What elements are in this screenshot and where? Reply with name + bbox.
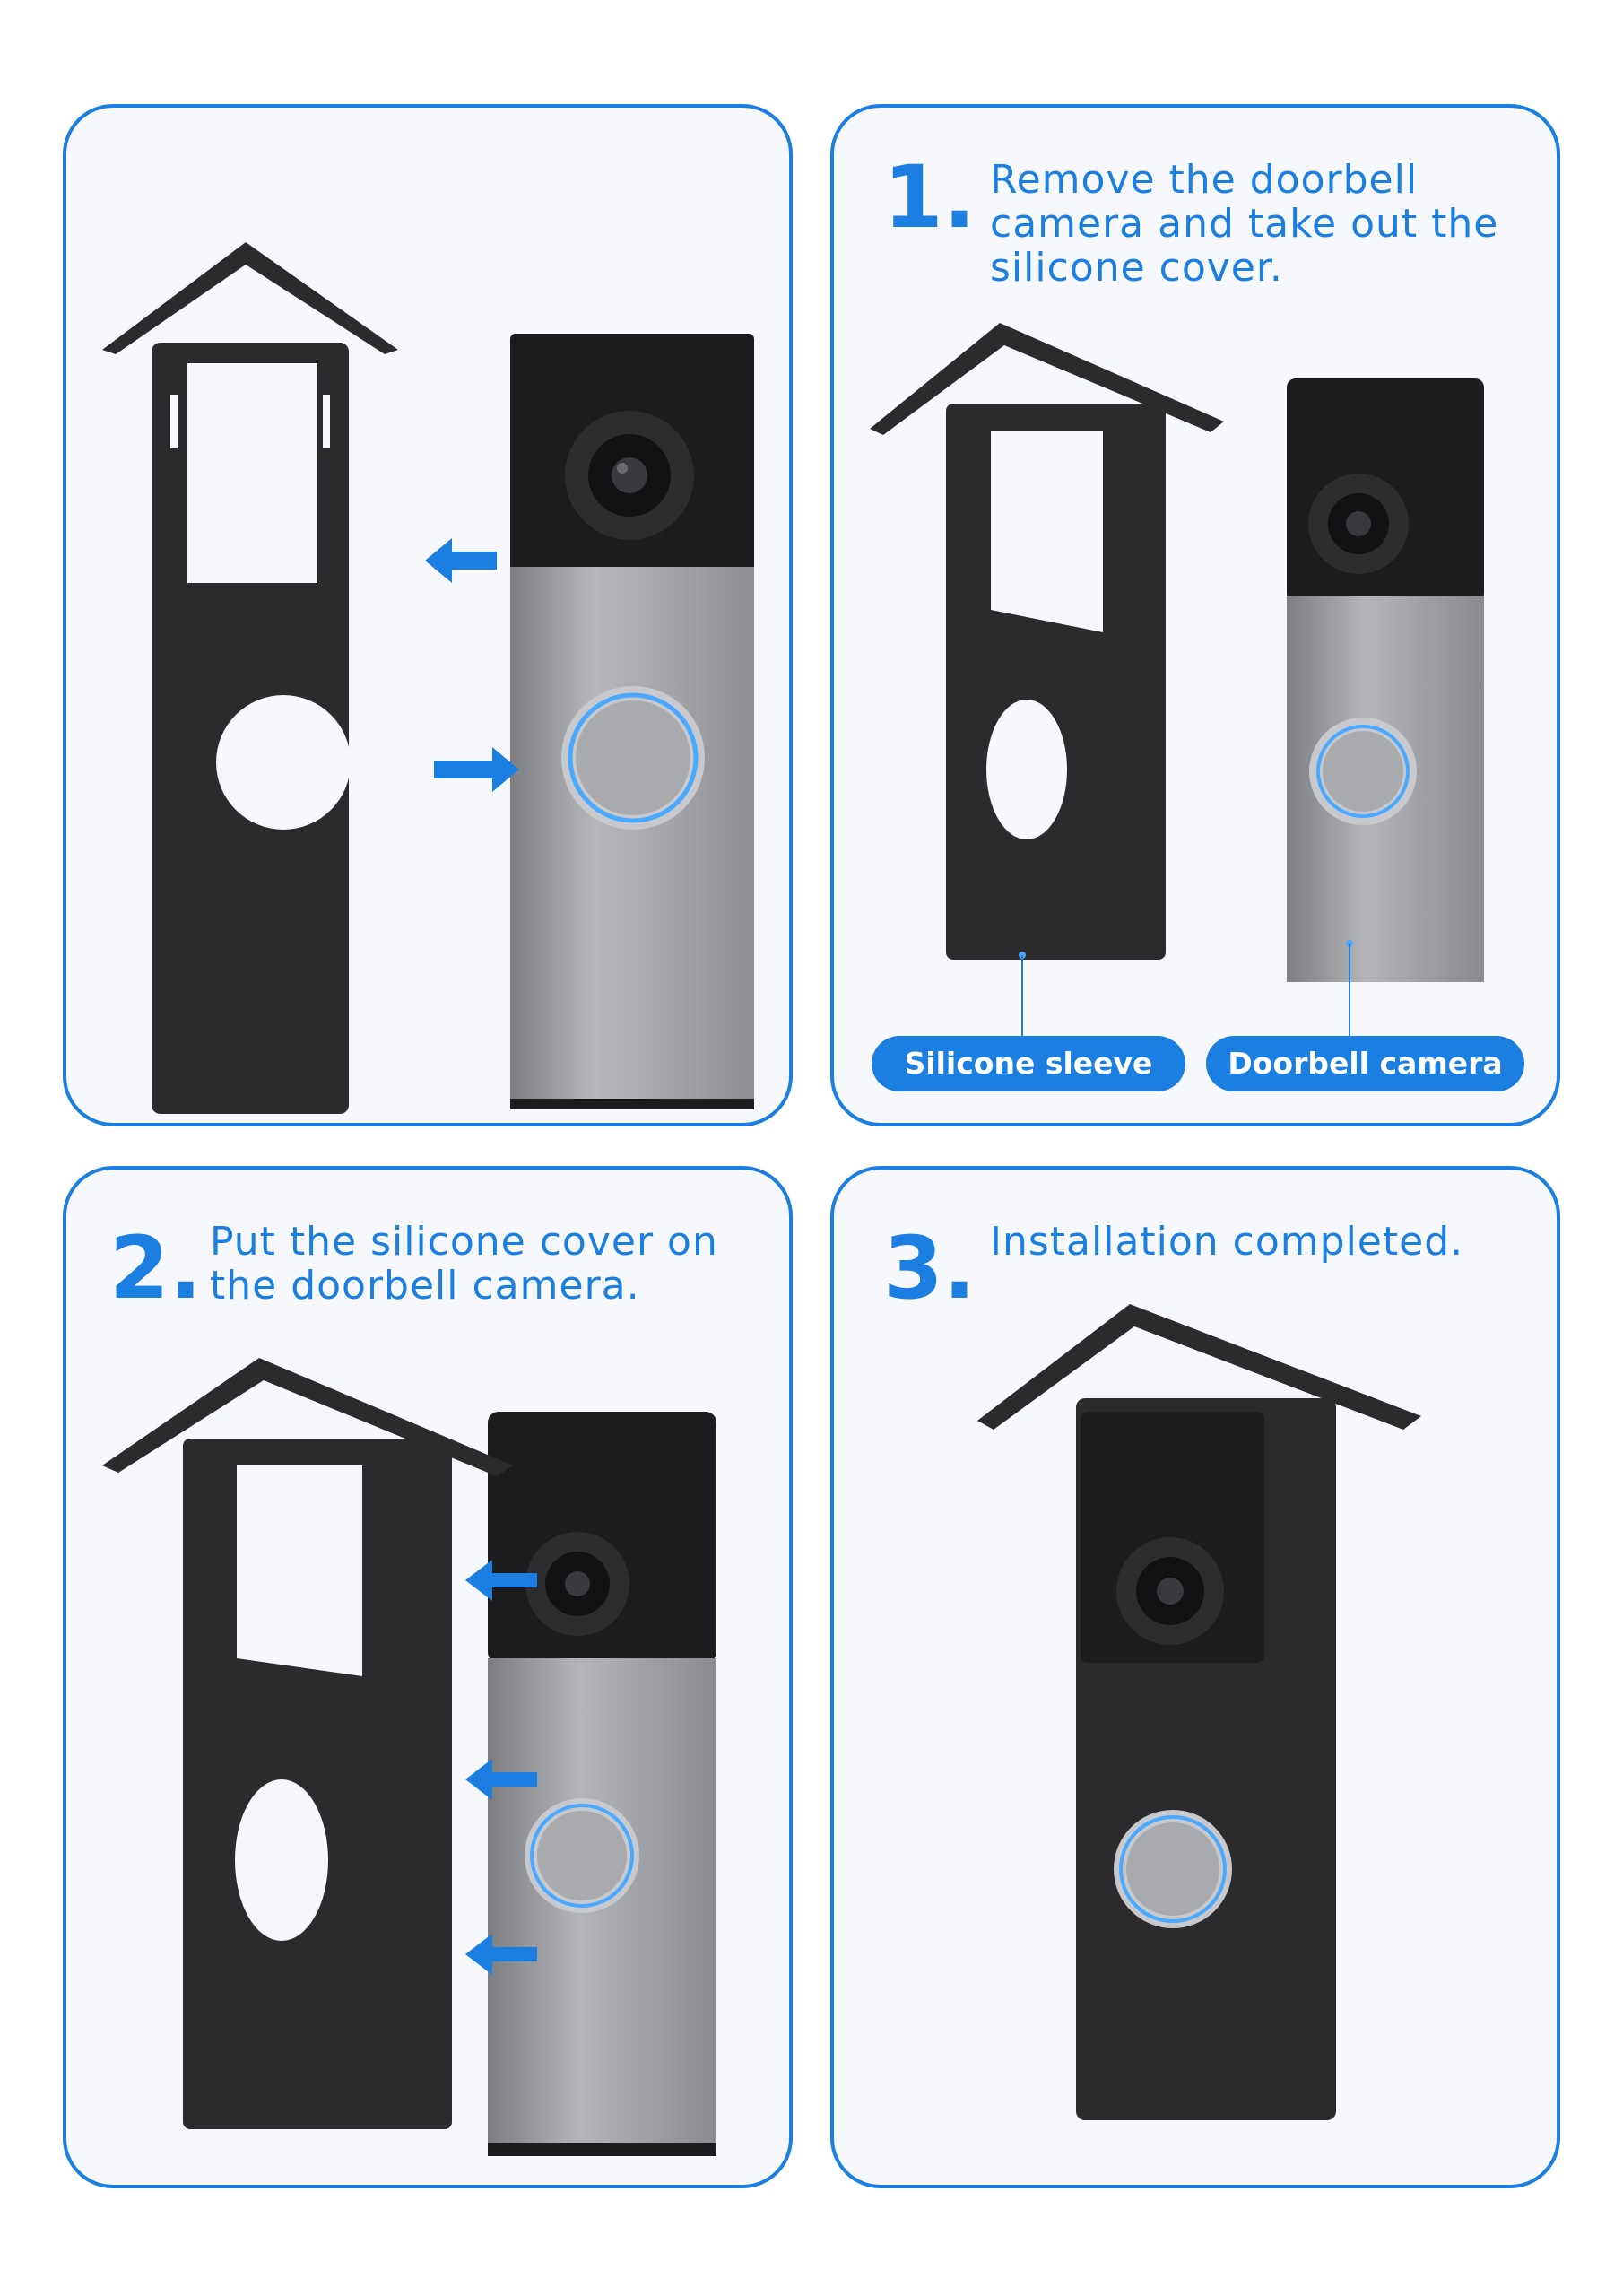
panel-overview: [63, 104, 793, 1126]
doorbell-button-icon: [1309, 718, 1417, 825]
step-3-illustration: [977, 1304, 1421, 2120]
panel-step-2: 2. Put the silicone cover on the doorbel…: [63, 1166, 793, 2188]
step-instruction: Installation completed.: [990, 1219, 1464, 1265]
silicone-sleeve: [102, 1358, 513, 2129]
step-instruction: Put the silicone cover on the doorbell c…: [210, 1219, 718, 1309]
overview-illustration: [102, 242, 754, 1114]
camera-lens-icon: [1116, 1537, 1224, 1645]
camera-lens-icon: [525, 1532, 629, 1636]
silicone-sleeve: [102, 242, 398, 1114]
installed-doorbell: [977, 1304, 1421, 2120]
doorbell-button-icon: [1114, 1810, 1232, 1928]
doorbell-camera: [1287, 378, 1484, 982]
doorbell-button-icon: [525, 1798, 639, 1913]
silicone-sleeve: [870, 323, 1224, 960]
step-number: 2.: [109, 1218, 203, 1318]
label-doorbell-camera: Doorbell camera: [1206, 1036, 1524, 1091]
arrow-icon: [465, 1560, 537, 1975]
panel-step-3: 3. Installation completed.: [830, 1166, 1560, 2188]
doorbell-camera: [510, 334, 754, 1109]
label-silicone-sleeve: Silicone sleeve: [872, 1036, 1185, 1091]
doorbell-camera: [488, 1412, 716, 2156]
step-number: 3.: [883, 1218, 976, 1318]
step-number: 1.: [883, 147, 976, 248]
step-1-illustration: [870, 323, 1484, 1040]
doorbell-button-icon: [561, 686, 705, 830]
step-2-illustration: [102, 1358, 716, 2156]
panel-step-1: 1. Remove the doorbell camera and take o…: [830, 104, 1560, 1126]
arrow-icon: [425, 538, 519, 792]
camera-lens-icon: [1308, 474, 1409, 574]
step-instruction: Remove the doorbell camera and take out …: [990, 157, 1499, 291]
camera-lens-icon: [565, 411, 694, 540]
